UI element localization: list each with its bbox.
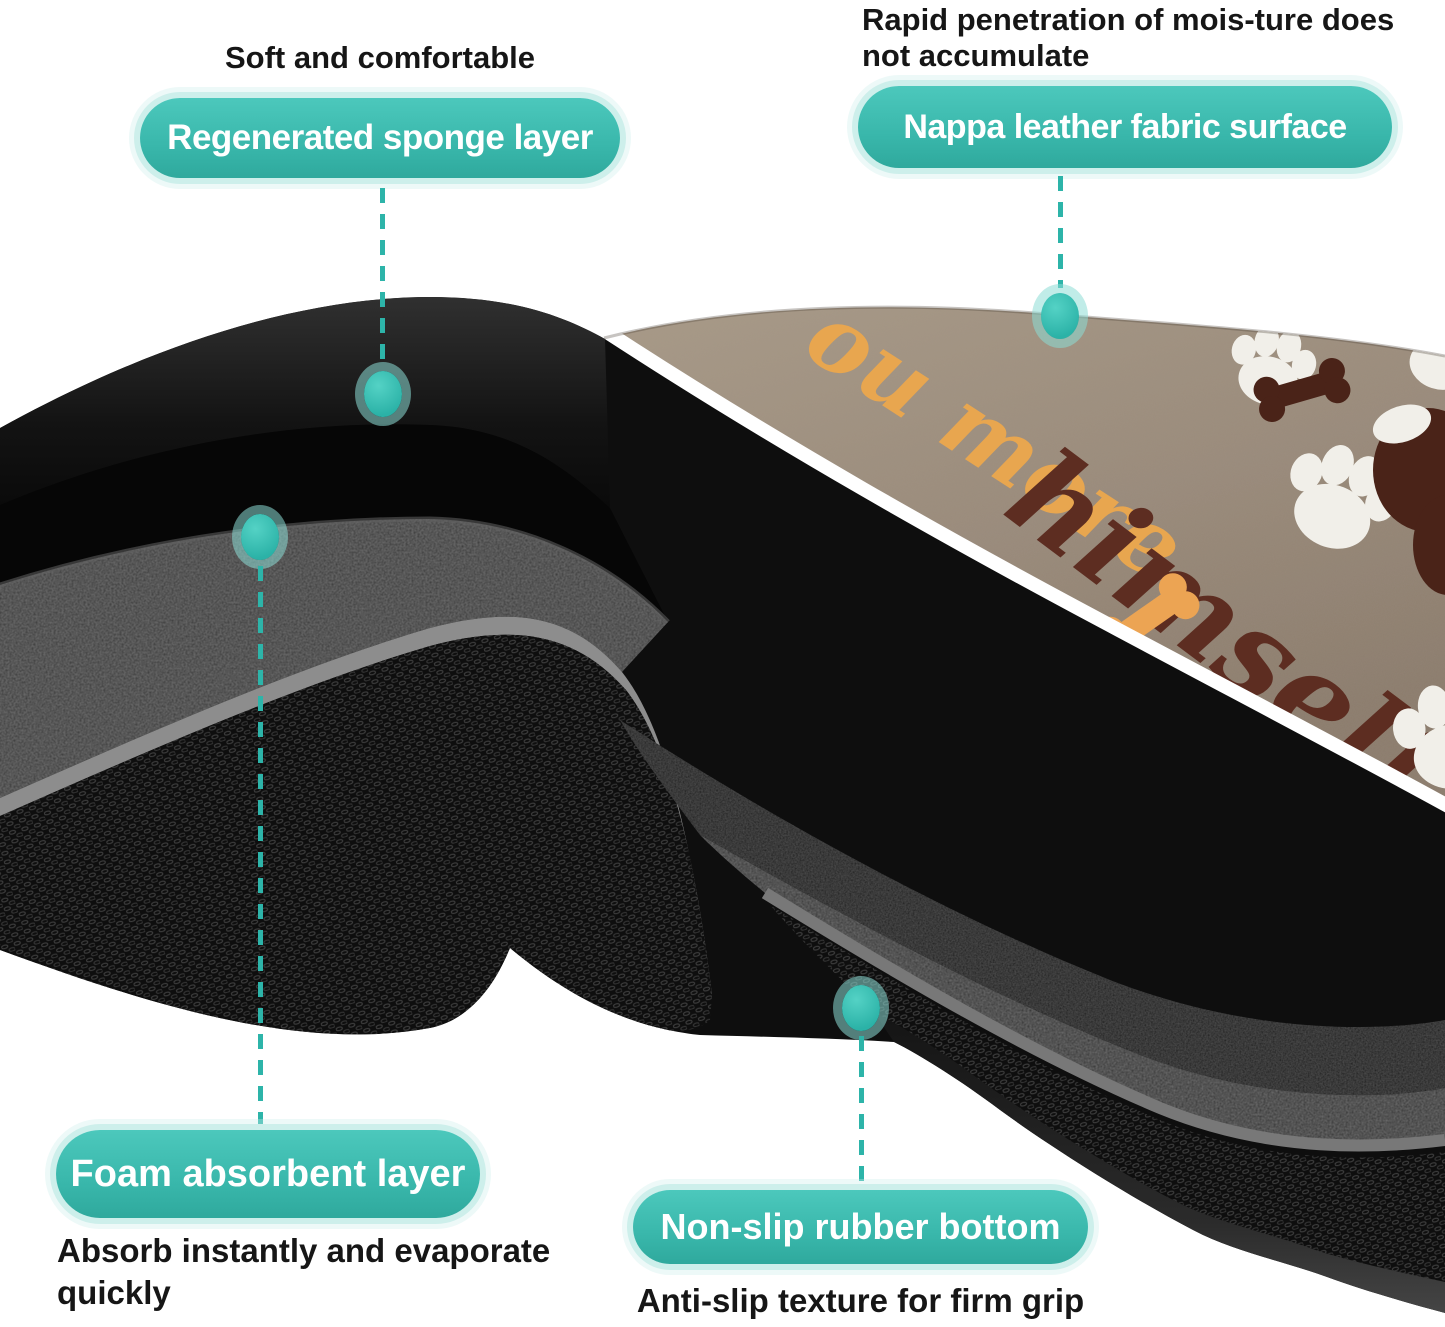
sponge-callout-dot — [364, 371, 402, 417]
foam-label-pill: Foam absorbent layer — [56, 1130, 480, 1218]
rubber-callout-dot — [842, 985, 880, 1031]
nappa-label: Nappa leather fabric surface — [903, 107, 1347, 146]
sponge-top-band — [0, 297, 610, 508]
rubber-edge-band — [874, 1012, 1445, 1313]
sponge-label-pill: Regenerated sponge layer — [140, 98, 620, 178]
sponge-caption: Soft and comfortable — [224, 40, 535, 75]
foam-callout-dot — [241, 514, 279, 560]
foam-caption-line2: quickly — [57, 1274, 171, 1311]
paw-print-icon — [1393, 685, 1445, 789]
rubber-callout-line — [859, 1036, 864, 1186]
nappa-caption-line2: not accumulate — [862, 38, 1090, 73]
foam-band-highlight — [0, 516, 670, 624]
rubber-label: Non-slip rubber bottom — [660, 1206, 1061, 1247]
gray-stripe-right — [761, 887, 1445, 1152]
rubber-caption: Anti-slip texture for firm grip — [636, 1282, 1085, 1319]
sponge-label: Regenerated sponge layer — [167, 118, 593, 157]
rubber-label-pill: Non-slip rubber bottom — [633, 1190, 1088, 1264]
nappa-callout-dot — [1041, 293, 1079, 339]
sponge-callout-line — [380, 188, 385, 366]
nappa-callout-line — [1058, 176, 1063, 288]
foam-label: Foam absorbent layer — [70, 1152, 466, 1195]
mesh-band-right — [770, 905, 1445, 1282]
fuzzy-band-right — [700, 835, 1445, 1146]
sheet-white-border — [603, 327, 1445, 813]
foam-caption-line1: Absorb instantly and evaporate — [57, 1232, 551, 1269]
nappa-caption-line1: Rapid penetration of mois-ture does — [862, 2, 1395, 37]
foam-texture-band — [0, 519, 668, 798]
mesh-band-left — [0, 634, 712, 1035]
dog-face-icon — [1253, 358, 1445, 595]
foam-callout-line — [258, 566, 263, 1124]
woven-band-right — [620, 720, 1445, 1096]
mat-surface-sheet — [604, 307, 1445, 802]
shadow-band — [0, 424, 668, 622]
nappa-label-pill: Nappa leather fabric surface — [858, 86, 1392, 168]
